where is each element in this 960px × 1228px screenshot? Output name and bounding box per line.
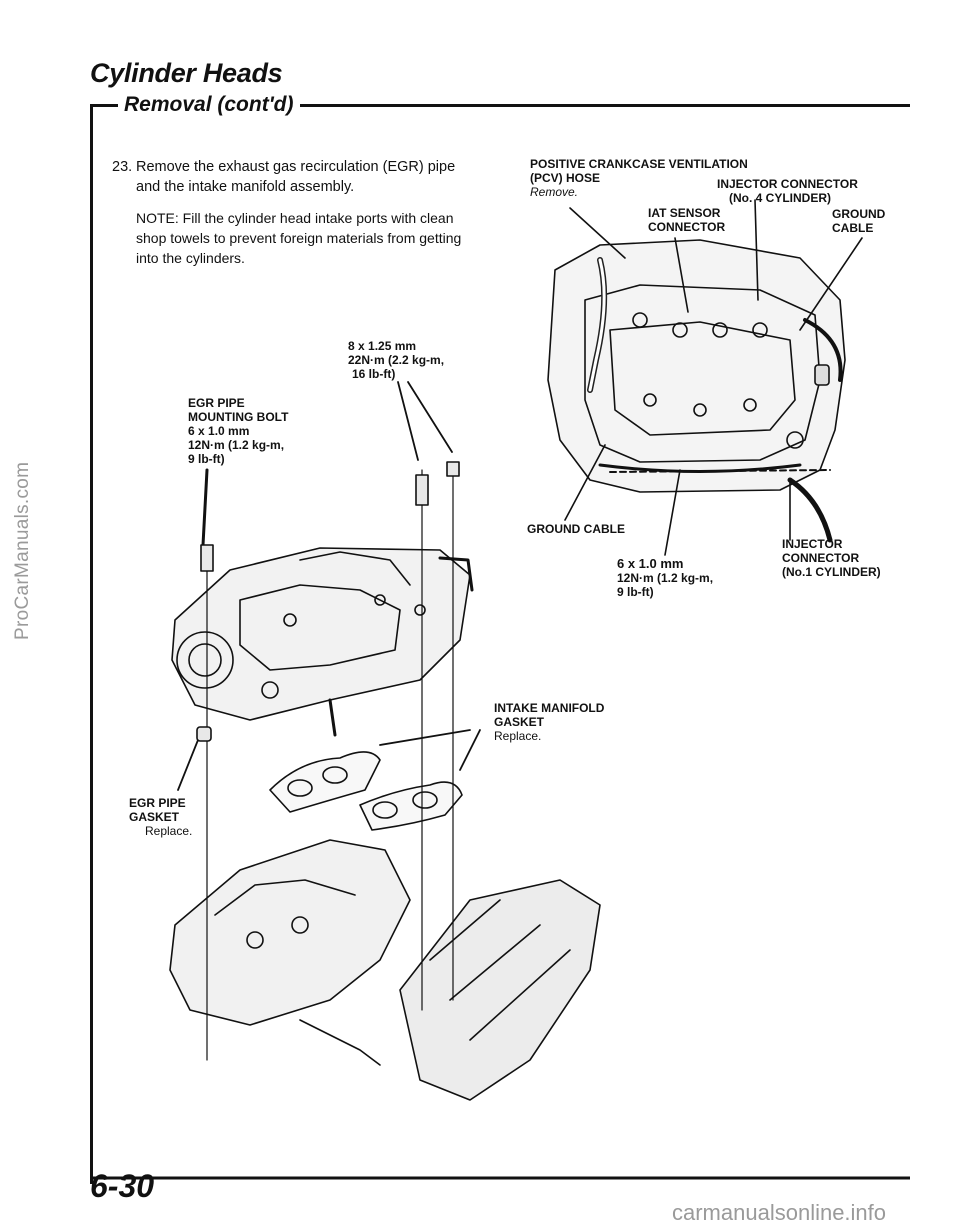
watermark-bottom: carmanualsonline.info xyxy=(672,1200,887,1225)
leader-intake-gasket-a xyxy=(379,729,471,746)
step-23: 23. Remove the exhaust gas recirculation… xyxy=(112,157,482,197)
leader-bolt-8x125 xyxy=(397,381,453,461)
label-injector-connector-no1: INJECTOR CONNECTOR (No.1 CYLINDER) xyxy=(782,537,881,579)
step-number: 23. xyxy=(112,159,133,175)
cylinder-head-lower xyxy=(169,839,601,1101)
label-bolt-8x125: 8 x 1.25 mm 22N·m (2.2 kg-m, 16 lb-ft) xyxy=(348,339,445,381)
label-egr-pipe-mounting-bolt: EGR PIPE MOUNTING BOLT 6 x 1.0 mm 12N·m … xyxy=(188,396,289,466)
page-number: 6-30 xyxy=(90,1168,155,1204)
leader-iat xyxy=(674,237,689,313)
leader-ground-bottom xyxy=(564,444,606,521)
label-intake-manifold-gasket: INTAKE MANIFOLD GASKET Replace. xyxy=(494,701,605,743)
left-margin-rule xyxy=(90,104,93,1184)
leader-ground-top xyxy=(799,237,863,331)
intake-manifold-assembly xyxy=(171,547,474,737)
label-egr-pipe-gasket: EGR PIPE GASKET Replace. xyxy=(129,796,193,838)
leader-intake-gasket-b xyxy=(459,729,481,771)
cylinder-head-top-view xyxy=(547,239,846,543)
label-ground-cable-bottom: GROUND CABLE xyxy=(527,522,625,536)
label-pcv-hose: POSITIVE CRANKCASE VENTILATION (PCV) HOS… xyxy=(530,157,748,199)
leader-egr-bolt xyxy=(201,468,209,547)
label-bolt-6x10: 6 x 1.0 mm 12N·m (1.2 kg-m, 9 lb-ft) xyxy=(617,556,714,600)
leader-injector-4 xyxy=(754,199,759,301)
step-text: Remove the exhaust gas recirculation (EG… xyxy=(136,159,456,195)
page-title: Cylinder Heads xyxy=(90,58,283,88)
label-injector-connector-no4: INJECTOR CONNECTOR (No. 4 CYLINDER) xyxy=(717,177,858,205)
leader-bolt-6x10 xyxy=(664,469,681,556)
section-subtitle: Removal (cont'd) xyxy=(118,93,300,117)
watermark-side: ProCarManuals.com xyxy=(12,461,33,640)
intake-gaskets xyxy=(269,751,463,831)
step-note: NOTE: Fill the cylinder head intake port… xyxy=(136,210,462,266)
label-ground-cable-top: GROUND CABLE xyxy=(832,207,886,235)
leader-egr-gasket xyxy=(177,739,199,791)
leader-pcv xyxy=(569,207,626,259)
label-iat-sensor-connector: IAT SENSOR CONNECTOR xyxy=(648,206,726,234)
header-rule xyxy=(90,104,910,107)
